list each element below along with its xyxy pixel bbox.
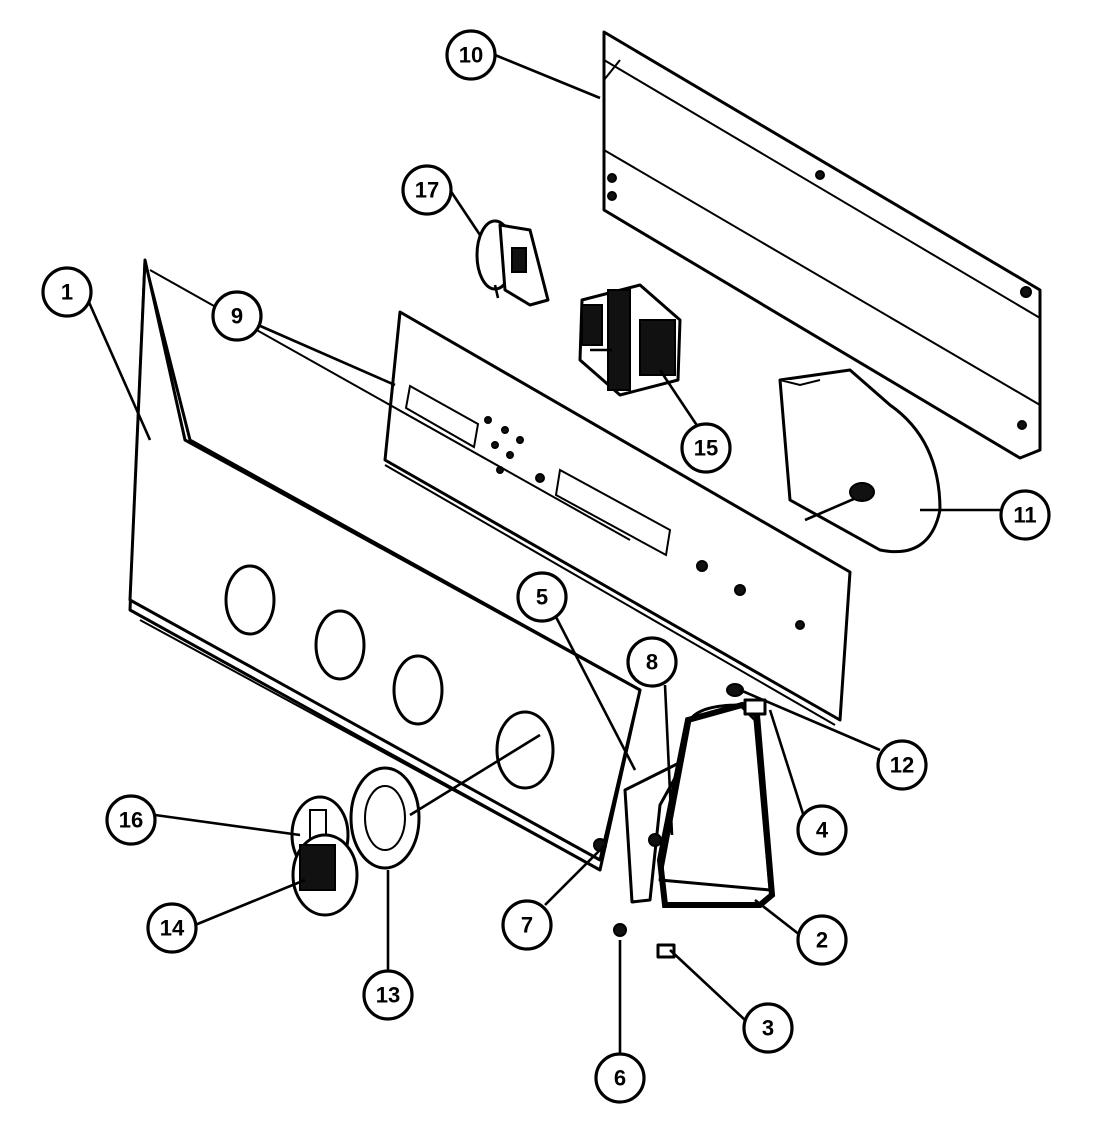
- knob-axis-line: [409, 733, 541, 817]
- callout-16: 16: [105, 794, 157, 846]
- callout-number: 14: [160, 916, 185, 941]
- mounting-plate-part: [383, 310, 852, 726]
- callout-number: 11: [1013, 503, 1036, 528]
- callout-5: 5: [516, 571, 568, 623]
- trim-strip-part-5: [623, 758, 687, 904]
- leader-lines: [86, 53, 1000, 1055]
- callout-number: 16: [119, 808, 143, 833]
- callout-number: 3: [762, 1016, 774, 1041]
- callout-15: 15: [680, 422, 732, 474]
- callout-4: 4: [796, 804, 848, 856]
- callout-number: 15: [694, 436, 718, 461]
- callout-number: 4: [816, 818, 829, 843]
- screw-part-8: [648, 833, 662, 847]
- screw-part-6: [613, 923, 627, 937]
- callout-number: 13: [376, 983, 400, 1008]
- end-cap-part-2: [656, 701, 776, 908]
- clip-part-4: [743, 698, 767, 716]
- callout-8: 8: [626, 636, 678, 688]
- callout-7: 7: [501, 899, 553, 951]
- callout-10: 10: [445, 29, 497, 81]
- callout-14: 14: [146, 902, 198, 954]
- callout-number: 8: [646, 650, 658, 675]
- callout-number: 9: [231, 304, 243, 329]
- callout-number: 10: [459, 43, 483, 68]
- callout-17: 17: [401, 164, 453, 216]
- callout-12: 12: [876, 739, 928, 791]
- timer-part-15: [578, 283, 682, 397]
- callout-13: 13: [362, 969, 414, 1021]
- callout-6: 6: [594, 1052, 646, 1104]
- callout-number: 12: [890, 753, 914, 778]
- control-part-17: [475, 219, 550, 307]
- callout-number: 6: [614, 1066, 626, 1091]
- callout-number: 7: [521, 913, 533, 938]
- callout-number: 5: [536, 585, 548, 610]
- callout-number: 17: [415, 178, 439, 203]
- knob-part-13: [349, 766, 421, 870]
- rear-panel-part: [602, 30, 1042, 460]
- callout-11: 11: [999, 489, 1051, 541]
- callout-9: 9: [211, 290, 263, 342]
- knob-part-14: [291, 833, 359, 917]
- callout-3: 3: [742, 1002, 794, 1054]
- callout-2: 2: [796, 914, 848, 966]
- callout-number: 2: [816, 928, 828, 953]
- clip-part-3: [656, 943, 676, 959]
- callout-1: 1: [41, 266, 93, 318]
- console-panel-part: [128, 258, 642, 872]
- callout-number: 1: [61, 280, 73, 305]
